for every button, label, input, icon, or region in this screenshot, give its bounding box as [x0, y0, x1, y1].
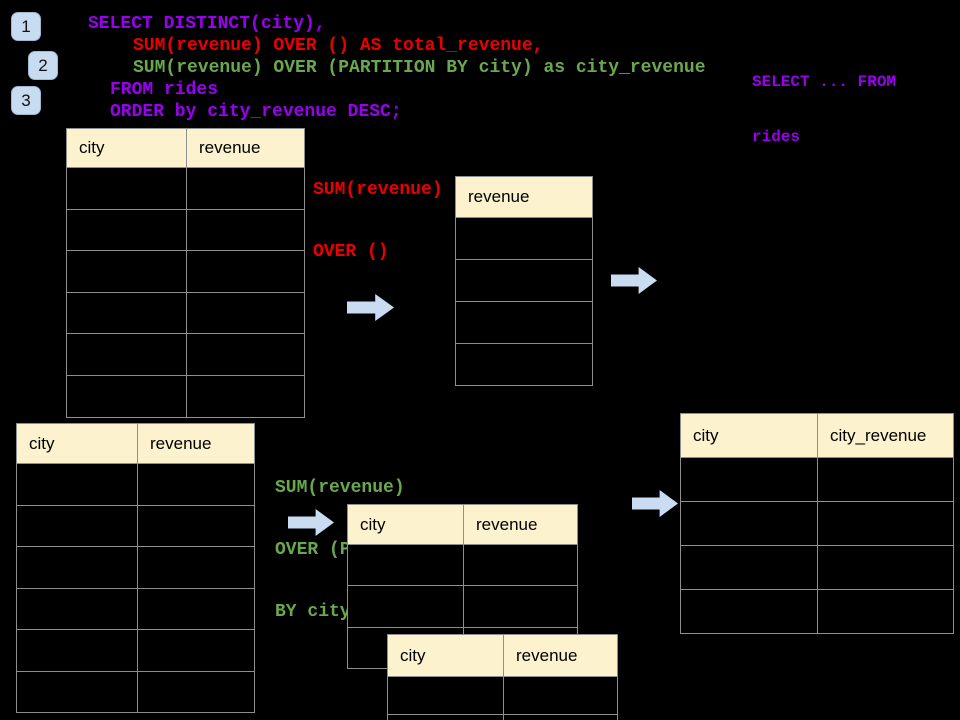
column-header-city: city: [388, 635, 504, 677]
column-header-city-revenue: city_revenue: [818, 414, 954, 458]
table-cell-empty: [187, 334, 305, 376]
table-cell-empty: [504, 677, 618, 715]
table-cell-empty: [187, 292, 305, 335]
column-header-city: city: [681, 414, 818, 458]
column-header-city: city: [67, 129, 187, 168]
table-cell-empty: [348, 545, 464, 587]
annotation-line: rides: [752, 128, 801, 146]
table-cell-empty: [187, 251, 305, 293]
table-cell-empty: [138, 630, 255, 672]
arrow-right-icon: [611, 267, 657, 294]
annotation-line: SUM(revenue): [313, 180, 443, 200]
annotation-line: SELECT ... FROM: [752, 73, 897, 91]
table-cell-empty: [818, 590, 954, 634]
column-header-city: city: [348, 505, 464, 545]
table-cell-empty: [67, 292, 187, 335]
table-cell-empty: [681, 546, 818, 590]
table-cell-empty: [187, 168, 305, 210]
table-source-top: city revenue: [66, 128, 305, 418]
table-result-city-revenue: city city_revenue: [680, 413, 954, 634]
table-cell-empty: [138, 547, 255, 589]
table-cell-empty: [138, 464, 255, 506]
step-badge-3: 3: [11, 86, 41, 115]
table-cell-empty: [388, 677, 504, 715]
table-cell-empty: [464, 586, 578, 628]
table-cell-empty: [138, 671, 255, 713]
table-cell-empty: [187, 375, 305, 418]
table-cell-empty: [681, 502, 818, 546]
annotation-line: SUM(revenue): [275, 478, 405, 498]
step-badge-1: 1: [11, 12, 41, 41]
sql-line-select: SELECT DISTINCT(city),: [88, 14, 326, 34]
annotation-line: OVER (): [313, 242, 389, 262]
table-cell-empty: [456, 344, 593, 386]
table-cell-empty: [456, 260, 593, 302]
annotation-sum-over-total: SUM(revenue) OVER (): [313, 139, 443, 303]
table-cell-empty: [818, 458, 954, 502]
column-header-revenue: revenue: [456, 177, 593, 218]
table-cell-empty: [187, 209, 305, 252]
table-cell-empty: [67, 375, 187, 418]
table-cell-empty: [138, 588, 255, 630]
table-cell-empty: [818, 502, 954, 546]
table-cell-empty: [17, 671, 138, 713]
sql-line-sum-partition: SUM(revenue) OVER (PARTITION BY city) as…: [133, 58, 706, 78]
sql-line-sum-total: SUM(revenue) OVER () AS total_revenue,: [133, 36, 544, 56]
table-cell-empty: [504, 715, 618, 720]
table-cell-empty: [464, 545, 578, 587]
table-cell-empty: [456, 302, 593, 344]
table-partition-front: city revenue: [387, 634, 618, 720]
table-cell-empty: [456, 218, 593, 260]
column-header-revenue: revenue: [504, 635, 618, 677]
arrow-right-icon: [632, 490, 678, 517]
step-badge-2: 2: [28, 51, 58, 80]
table-cell-empty: [818, 546, 954, 590]
annotation-select-from-rides: SELECT ... FROM rides: [752, 37, 896, 183]
sql-line-from: FROM rides: [110, 80, 219, 100]
table-cell-empty: [681, 458, 818, 502]
sql-line-order: ORDER by city_revenue DESC;: [110, 102, 402, 122]
table-cell-empty: [17, 505, 138, 547]
table-cell-empty: [67, 251, 187, 293]
table-cell-empty: [138, 505, 255, 547]
column-header-revenue: revenue: [464, 505, 578, 545]
table-cell-empty: [17, 630, 138, 672]
table-cell-empty: [67, 168, 187, 210]
table-cell-empty: [67, 209, 187, 252]
column-header-revenue: revenue: [138, 424, 255, 464]
table-source-bottom: city revenue: [16, 423, 255, 713]
table-cell-empty: [17, 547, 138, 589]
table-cell-empty: [681, 590, 818, 634]
column-header-city: city: [17, 424, 138, 464]
table-cell-empty: [388, 715, 504, 720]
table-cell-empty: [348, 586, 464, 628]
table-cell-empty: [17, 464, 138, 506]
table-cell-empty: [67, 334, 187, 376]
column-header-revenue: revenue: [187, 129, 305, 168]
table-cell-empty: [17, 588, 138, 630]
table-total-revenue: revenue: [455, 176, 593, 386]
